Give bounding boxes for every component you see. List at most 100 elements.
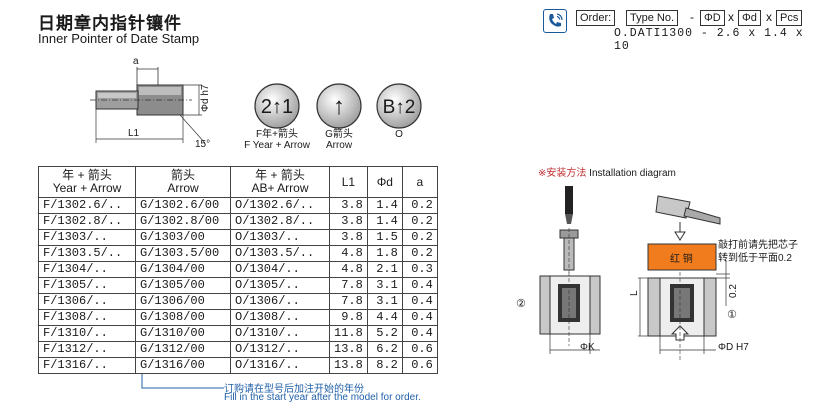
cell-year-arrow: F/1306/.. (38, 293, 136, 310)
cell-ab-arrow: O/1312/.. (230, 341, 330, 358)
cell-phid: 4.4 (366, 309, 403, 326)
dim-L1-label: L1 (128, 128, 140, 139)
cell-ab-arrow: O/1303.5/.. (230, 245, 330, 262)
cell-year-arrow: F/1303/.. (38, 229, 136, 246)
cell-L1: 4.8 (329, 261, 368, 278)
cell-L1: 7.8 (329, 277, 368, 294)
pointer-faces: 2↑1 ↑ B↑2 (254, 83, 422, 129)
cell-a: 0.6 (401, 357, 438, 374)
cell-phid: 1.5 (366, 229, 403, 246)
dim-a-label: a (133, 56, 139, 67)
cell-L1: 3.8 (329, 197, 368, 214)
cell-phid: 8.2 (366, 357, 403, 374)
col-header-en: Year + Arrow (52, 181, 122, 195)
installation-title-en: Installation diagram (589, 168, 676, 179)
marker-1: ① (727, 309, 737, 321)
cell-ab-arrow: O/1306/.. (230, 293, 330, 310)
cell-arrow: G/1308/00 (135, 309, 231, 326)
dim-phiK-label: ΦK (580, 342, 595, 353)
cell-L1: 4.8 (329, 245, 368, 262)
cell-a: 0.6 (401, 341, 438, 358)
installation-title-cn: ※安装方法 (538, 168, 587, 179)
pointer-label-O: O (395, 129, 403, 140)
installation-diagram (539, 186, 730, 360)
cell-a: 0.4 (401, 309, 438, 326)
footnote-bracket (141, 374, 224, 389)
pointer-label-F-en: F Year + Arrow (244, 140, 310, 151)
cell-ab-arrow: O/1303/.. (230, 229, 330, 246)
cell-a: 0.4 (401, 325, 438, 342)
cell-phid: 6.2 (366, 341, 403, 358)
cell-a: 0.3 (401, 261, 438, 278)
cell-year-arrow: F/1302.6/.. (38, 197, 136, 214)
cell-year-arrow: F/1312/.. (38, 341, 136, 358)
cell-phid: 1.4 (366, 213, 403, 230)
cell-a: 0.2 (401, 245, 438, 262)
phone-icon (543, 9, 567, 33)
dim-L-label: L (629, 290, 640, 296)
col-header-arrow: 箭头 Arrow (135, 166, 231, 198)
cell-phid: 3.1 (366, 277, 403, 294)
cell-year-arrow: F/1303.5/.. (38, 245, 136, 262)
page-title: 日期章内指针镶件 (38, 14, 182, 33)
pointer-label-F: F年+箭头 F Year + Arrow (240, 129, 314, 151)
install-instruction-1: 敲打前请先把芯子 (718, 240, 798, 251)
cell-phid: 1.8 (366, 245, 403, 262)
cell-a: 0.2 (401, 213, 438, 230)
cell-a: 0.4 (401, 293, 438, 310)
cell-arrow: G/1310/00 (135, 325, 231, 342)
cell-phid: 2.1 (366, 261, 403, 278)
cell-L1: 13.8 (329, 341, 368, 358)
dim-angle-label: 15° (195, 139, 211, 150)
table-header-row: 年 + 箭头 Year + Arrow 箭头 Arrow 年 + 箭头 AB+ … (38, 166, 438, 198)
cell-a: 0.2 (401, 229, 438, 246)
order-x-1: x (728, 10, 734, 24)
col-header-cn: 箭头 (170, 168, 195, 182)
svg-text:2↑1: 2↑1 (261, 96, 293, 118)
pointer-part-drawing (90, 67, 206, 144)
cell-L1: 9.8 (329, 309, 368, 326)
order-phi-D: ΦD (700, 10, 725, 26)
pointer-face-arrow: ↑ (316, 83, 362, 129)
dim-phiD-label: ΦD H7 (718, 342, 749, 353)
col-header-phid: Φd (366, 166, 403, 198)
pointer-face-ab-arrow: B↑2 (376, 83, 422, 129)
install-instruction-2: 转到低于平面0.2 (718, 253, 792, 264)
cell-ab-arrow: O/1302.6/.. (230, 197, 330, 214)
cell-L1: 3.8 (329, 213, 368, 230)
cell-arrow: G/1303/00 (135, 229, 231, 246)
installation-title: ※安装方法 Installation diagram (538, 164, 676, 179)
red-copper-label: 红 铜 (670, 254, 693, 265)
dim-02-label: 0.2 (728, 284, 739, 298)
cell-L1: 13.8 (329, 357, 368, 374)
cell-ab-arrow: O/1304/.. (230, 261, 330, 278)
footnote-en: Fill in the start year after the model f… (224, 392, 421, 403)
page-subtitle: Inner Pointer of Date Stamp (38, 31, 200, 46)
cell-year-arrow: F/1305/.. (38, 277, 136, 294)
col-header-ab-arrow: 年 + 箭头 AB+ Arrow (230, 166, 330, 198)
cell-a: 0.4 (401, 277, 438, 294)
cell-ab-arrow: O/1305/.. (230, 277, 330, 294)
col-header-a: a (401, 166, 438, 198)
pointer-face-year-arrow: 2↑1 (254, 83, 300, 129)
order-example: O.DATI1300 - 2.6 x 1.4 x 10 (614, 27, 804, 53)
cell-arrow: G/1302.6/00 (135, 197, 231, 214)
cell-ab-arrow: O/1302.8/.. (230, 213, 330, 230)
cell-arrow: G/1306/00 (135, 293, 231, 310)
cell-phid: 5.2 (366, 325, 403, 342)
order-phi-d: Φd (738, 10, 761, 26)
cell-arrow: G/1305/00 (135, 277, 231, 294)
cell-phid: 1.4 (366, 197, 403, 214)
cell-L1: 11.8 (329, 325, 368, 342)
col-header-cn: 年 + 箭头 (62, 168, 112, 182)
col-header-L1: L1 (329, 166, 368, 198)
order-type-no: Type No. (626, 10, 679, 26)
